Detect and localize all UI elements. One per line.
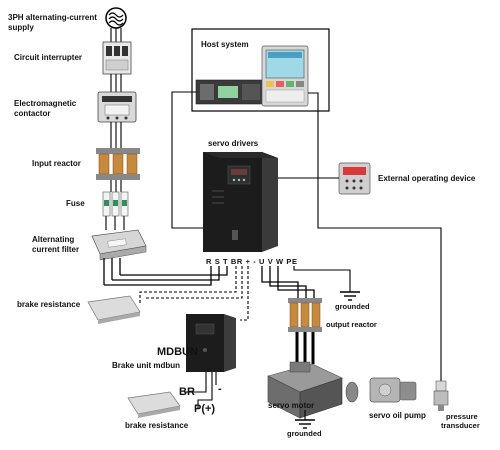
circuit-breaker-icon: [102, 41, 132, 75]
motor-wires: [295, 332, 315, 364]
ac-supply-icon: [105, 7, 127, 29]
terminal-labels: R S T BR + - U V W PE: [206, 257, 298, 266]
contactor-label-line1: Electromagnetic: [14, 99, 77, 108]
ground-icon: [295, 419, 315, 429]
pe-ground-wire: [293, 266, 351, 292]
reactor-icon: [96, 148, 140, 180]
brake-resistor-icon: [87, 295, 141, 324]
input-power-wires: [104, 266, 228, 286]
filter-label-line2: current filter: [32, 245, 79, 254]
host-system-frame: [191, 28, 330, 112]
external-device-label: External operating device: [378, 174, 476, 183]
br-terminal-label: BR: [179, 386, 195, 398]
fuse-label: Fuse: [66, 199, 85, 208]
main-supply-wires: [110, 28, 122, 42]
host-drive-cable: [171, 91, 203, 229]
pressure-transducer-icon: [433, 380, 449, 411]
brake-resistance-label-2: brake resistance: [125, 421, 189, 430]
fuse-icon: [102, 191, 129, 217]
minus-terminal-label: -: [218, 383, 222, 395]
servo-drivers-label: servo drivers: [208, 139, 259, 148]
reactor-icon: [288, 298, 322, 332]
pressure-transducer-label-line2: transducer: [441, 421, 480, 430]
brake-dashed-wires: [139, 266, 249, 321]
keypad-icon: [338, 162, 371, 195]
host-system-label: Host system: [201, 40, 249, 49]
contactor-icon: [97, 91, 137, 123]
contactor-label-line2: contactor: [14, 109, 50, 118]
grounded-label-2: grounded: [287, 429, 322, 438]
pressure-transducer-label-line1: pressure: [446, 412, 478, 421]
circuit-interrupter-label: Circuit interrupter: [14, 53, 82, 62]
mdbun-label: MDBUN: [157, 346, 198, 358]
servo-oil-pump-label: servo oil pump: [369, 411, 426, 420]
supply-label-line2: supply: [8, 23, 34, 32]
brake-unit-label: Brake unit mdbun: [112, 361, 180, 370]
output-wires: [261, 266, 315, 300]
brake-resistance-label-1: brake resistance: [17, 300, 81, 309]
servo-motor-label: servo motor: [268, 401, 314, 410]
servo-drive-icon: [203, 152, 278, 252]
brake-unit-wires: [184, 372, 217, 408]
supply-label-line1: 3PH alternating-current: [8, 13, 97, 22]
brake-unit-icon: [186, 314, 236, 372]
brake-resistor-icon: [127, 391, 181, 418]
oil-pump-icon: [369, 377, 417, 403]
transducer-cable: [308, 92, 442, 385]
servo-motor-icon: [267, 361, 359, 419]
host-controller-icon: [195, 45, 309, 107]
output-reactor-label: output reactor: [326, 320, 377, 329]
input-reactor-label: Input reactor: [32, 159, 81, 168]
ground-icon: [340, 291, 360, 301]
filter-icon: [91, 229, 147, 261]
filter-label-line1: Alternating: [32, 235, 74, 244]
p-plus-terminal-label: P(+): [194, 403, 215, 415]
grounded-label-1: grounded: [335, 302, 370, 311]
